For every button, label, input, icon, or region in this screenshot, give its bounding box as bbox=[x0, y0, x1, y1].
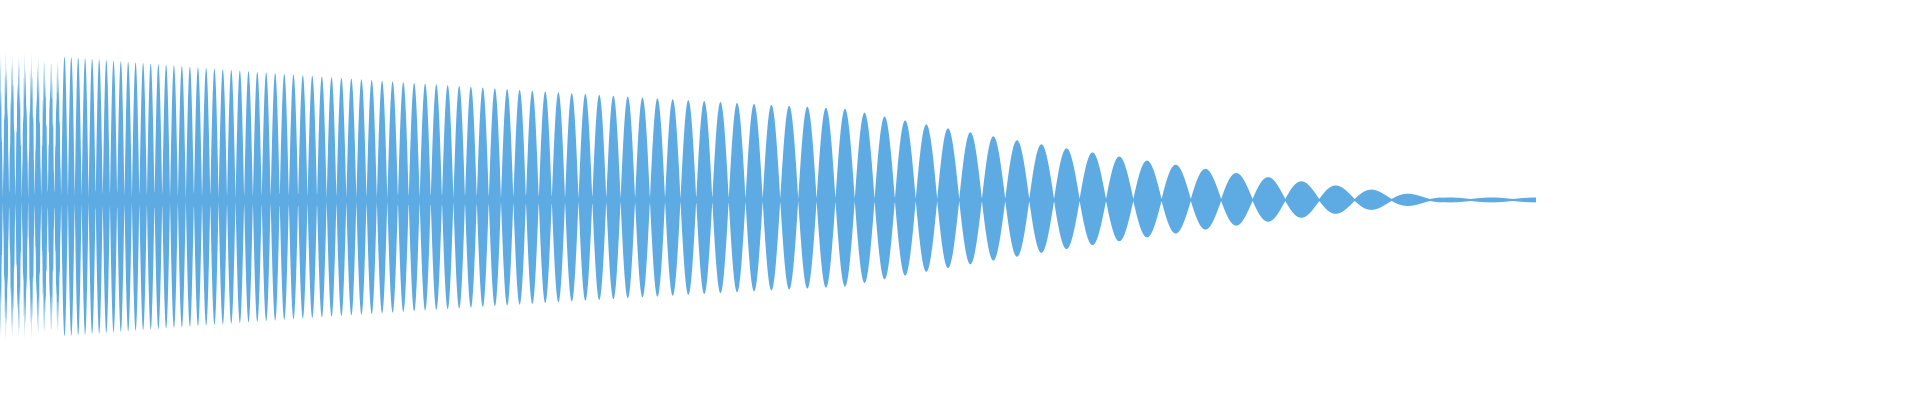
waveform-path bbox=[0, 51, 1536, 341]
